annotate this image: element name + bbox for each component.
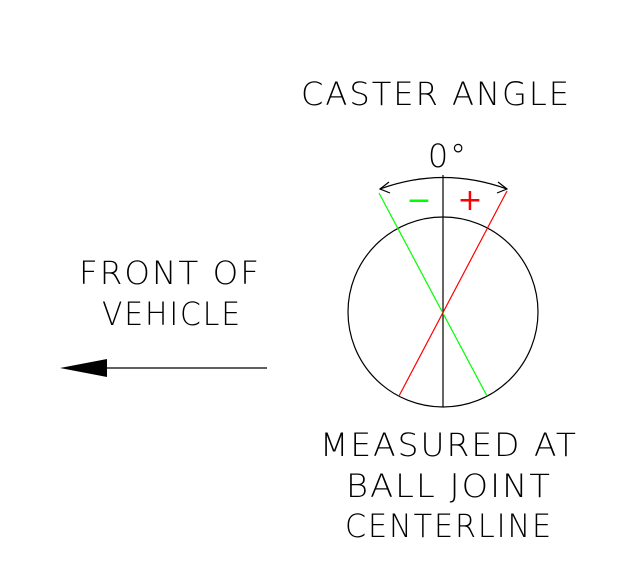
front-arrow-head (60, 359, 107, 377)
zero-degree-label: 0° (428, 137, 468, 175)
negative-caster-line (378, 192, 488, 397)
arc-right-arrowhead (496, 181, 509, 194)
arc-left-arrowhead (378, 181, 391, 194)
front-label-line2: VEHICLE (102, 295, 242, 333)
measured-label-line1: MEASURED AT (320, 426, 578, 464)
negative-caster-sign: − (406, 183, 431, 218)
measured-label-line3: CENTERLINE (345, 507, 553, 545)
positive-caster-line (398, 190, 508, 397)
measured-label-line2: BALL JOINT (346, 467, 552, 505)
diagram-title: CASTER ANGLE (301, 75, 571, 113)
front-label-line1: FRONT OF (79, 254, 261, 292)
positive-caster-sign: + (457, 183, 482, 218)
